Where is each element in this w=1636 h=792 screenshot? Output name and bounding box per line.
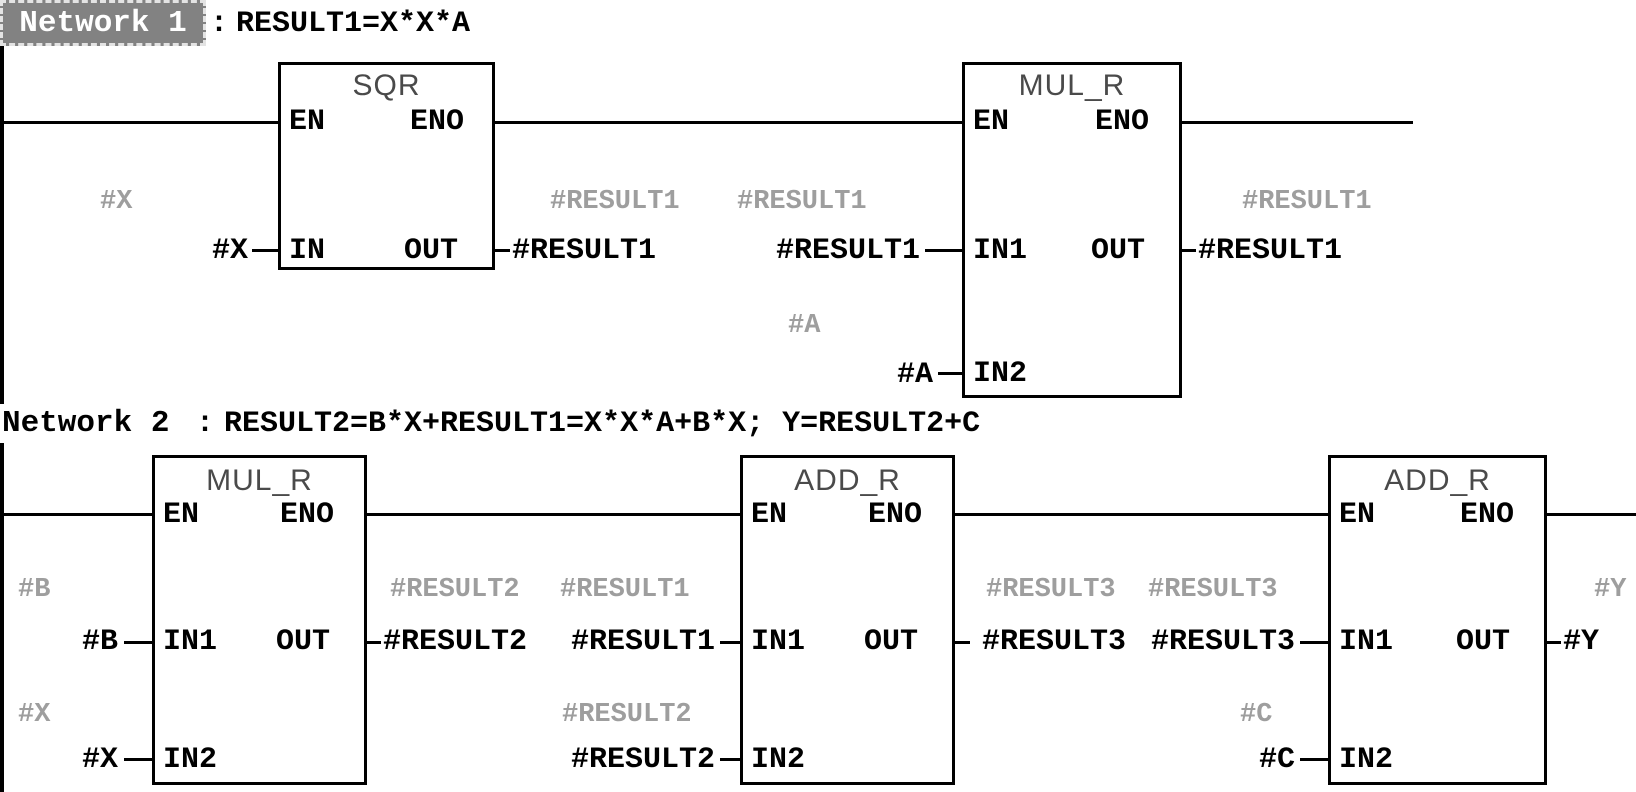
operand-result1-input-net2[interactable]: #RESULT1 bbox=[570, 625, 715, 659]
wire-sqr-out bbox=[495, 249, 510, 252]
wire-c-to-add2-in2 bbox=[1300, 758, 1328, 761]
operand-result2-output[interactable]: #RESULT2 bbox=[383, 625, 528, 659]
pin-out: OUT bbox=[863, 625, 918, 659]
block-add-r-title: ADD_R bbox=[1384, 464, 1491, 497]
pin-en: EN bbox=[973, 105, 1010, 139]
operand-a-input[interactable]: #A bbox=[896, 358, 933, 392]
wire-add2-out bbox=[1547, 641, 1561, 644]
network-1-code[interactable]: RESULT1=X*X*A bbox=[236, 7, 471, 41]
block-sqr-title: SQR bbox=[352, 69, 421, 102]
pin-in2: IN2 bbox=[1339, 743, 1394, 777]
wire-rail-to-sqr-en bbox=[4, 121, 278, 124]
pin-in1: IN1 bbox=[1339, 625, 1394, 659]
pin-in1: IN1 bbox=[751, 625, 806, 659]
symbol-comment-result1-input-net2: #RESULT1 bbox=[560, 575, 690, 605]
pin-eno: ENO bbox=[867, 498, 922, 532]
wire-sqr-eno-to-mul-en bbox=[495, 121, 962, 124]
pin-in2: IN2 bbox=[973, 357, 1028, 391]
pin-eno: ENO bbox=[409, 105, 464, 139]
operand-result1-output[interactable]: #RESULT1 bbox=[512, 234, 657, 268]
wire-x-to-in2 bbox=[124, 758, 152, 761]
pin-out: OUT bbox=[1090, 234, 1145, 268]
wire-a-to-in2 bbox=[938, 372, 962, 375]
block-mul-r-title: MUL_R bbox=[1018, 69, 1126, 102]
network-2-separator: : bbox=[196, 407, 215, 441]
power-rail-net1 bbox=[0, 46, 4, 404]
operand-x-input[interactable]: #X bbox=[211, 234, 248, 268]
symbol-comment-result1-input: #RESULT1 bbox=[737, 187, 867, 217]
pin-out: OUT bbox=[1455, 625, 1510, 659]
power-rail-net2 bbox=[0, 443, 4, 792]
block-sqr[interactable]: SQR EN ENO IN OUT bbox=[278, 62, 495, 270]
symbol-comment-result2-input: #RESULT2 bbox=[562, 700, 692, 730]
symbol-comment-b: #B bbox=[18, 575, 51, 605]
block-mul-r-net2[interactable]: MUL_R EN ENO IN1 OUT IN2 bbox=[152, 455, 367, 785]
symbol-comment-c: #C bbox=[1240, 700, 1273, 730]
network-2-label[interactable]: Network 2 bbox=[2, 406, 170, 441]
network-1-header-selected[interactable]: Network 1 bbox=[0, 0, 206, 46]
wire-mul-eno-to-add1-en bbox=[367, 513, 740, 516]
operand-x-input-net2[interactable]: #X bbox=[81, 743, 118, 777]
pin-in2: IN2 bbox=[751, 743, 806, 777]
operand-result1-final[interactable]: #RESULT1 bbox=[1198, 234, 1343, 268]
operand-y-output[interactable]: #Y bbox=[1563, 625, 1600, 659]
wire-rail-to-mul-en bbox=[4, 513, 152, 516]
wire-mul2-out bbox=[367, 641, 381, 644]
pin-en: EN bbox=[1339, 498, 1376, 532]
wire-result3-to-add2-in1 bbox=[1300, 641, 1328, 644]
pin-eno: ENO bbox=[279, 498, 334, 532]
symbol-comment-y: #Y bbox=[1594, 575, 1627, 605]
pin-in2: IN2 bbox=[163, 743, 218, 777]
network-2-code[interactable]: RESULT2=B*X+RESULT1=X*X*A+B*X; Y=RESULT2… bbox=[224, 407, 981, 441]
block-add-r-2[interactable]: ADD_R EN ENO IN1 OUT IN2 bbox=[1328, 455, 1547, 785]
wire-mul-out bbox=[1182, 249, 1196, 252]
operand-result3-output[interactable]: #RESULT3 bbox=[982, 625, 1127, 659]
operand-result3-input[interactable]: #RESULT3 bbox=[1150, 625, 1295, 659]
wire-add1-out bbox=[955, 641, 970, 644]
network-1-label: Network 1 bbox=[19, 5, 187, 41]
network-1-separator: : bbox=[210, 7, 229, 41]
wire-b-to-in1 bbox=[124, 641, 152, 644]
pin-en: EN bbox=[289, 105, 326, 139]
wire-x-to-in bbox=[252, 249, 278, 252]
block-mul-r-net1[interactable]: MUL_R EN ENO IN1 OUT IN2 bbox=[962, 62, 1182, 398]
wire-add1-eno-to-add2-en bbox=[955, 513, 1328, 516]
symbol-comment-x: #X bbox=[100, 187, 133, 217]
pin-in: IN bbox=[289, 234, 326, 268]
pin-en: EN bbox=[751, 498, 788, 532]
pin-en: EN bbox=[163, 498, 200, 532]
operand-c-input[interactable]: #C bbox=[1258, 743, 1295, 777]
symbol-comment-result1-output: #RESULT1 bbox=[550, 187, 680, 217]
symbol-comment-result3-output: #RESULT3 bbox=[986, 575, 1116, 605]
pin-eno: ENO bbox=[1459, 498, 1514, 532]
operand-result2-input[interactable]: #RESULT2 bbox=[570, 743, 715, 777]
wire-add2-eno-out bbox=[1547, 513, 1636, 516]
block-add-r-title: ADD_R bbox=[794, 464, 901, 497]
block-add-r-1[interactable]: ADD_R EN ENO IN1 OUT IN2 bbox=[740, 455, 955, 785]
symbol-comment-result1-final: #RESULT1 bbox=[1242, 187, 1372, 217]
pin-eno: ENO bbox=[1094, 105, 1149, 139]
wire-result2-to-add1-in2 bbox=[720, 758, 740, 761]
symbol-comment-x-net2: #X bbox=[18, 700, 51, 730]
pin-in1: IN1 bbox=[163, 625, 218, 659]
symbol-comment-result3-input: #RESULT3 bbox=[1148, 575, 1278, 605]
wire-mul-eno-out bbox=[1182, 121, 1413, 124]
wire-result1-to-add1-in1 bbox=[720, 641, 740, 644]
symbol-comment-a: #A bbox=[788, 311, 821, 341]
block-mul-r-title: MUL_R bbox=[206, 464, 313, 497]
symbol-comment-result2-output: #RESULT2 bbox=[390, 575, 520, 605]
operand-result1-input[interactable]: #RESULT1 bbox=[775, 234, 920, 268]
operand-b-input[interactable]: #B bbox=[81, 625, 118, 659]
wire-result1-to-in1 bbox=[925, 249, 962, 252]
pin-out: OUT bbox=[403, 234, 458, 268]
pin-in1: IN1 bbox=[973, 234, 1028, 268]
pin-out: OUT bbox=[275, 625, 330, 659]
